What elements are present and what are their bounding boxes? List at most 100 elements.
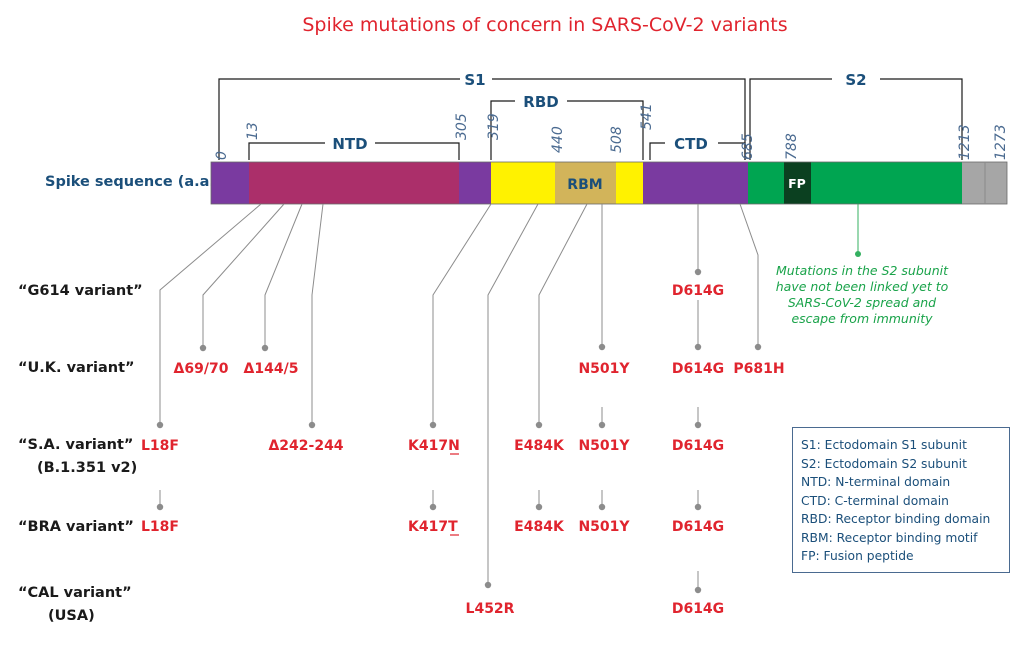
legend-item: FP: Fusion peptide: [801, 549, 914, 563]
mutation-base: K417: [408, 438, 448, 454]
dot: [308, 421, 316, 429]
mutation-label: K417T: [408, 519, 458, 535]
s1-bracket: [218, 78, 746, 160]
dot: [535, 421, 543, 429]
position-label: 1273: [993, 124, 1009, 160]
mutation-label: N501Y: [578, 361, 630, 377]
legend-box: S1: Ectodomain S1 subunit S2: Ectodomain…: [792, 427, 1010, 573]
segment-ntd: [249, 162, 459, 204]
segment-ct: [985, 162, 1007, 204]
rbm-label: RBM: [567, 177, 602, 193]
variant-label-bra: “BRA variant”: [18, 519, 134, 535]
position-label: 305: [454, 113, 470, 140]
position-label: 319: [486, 113, 502, 140]
legend-item: RBM: Receptor binding motif: [801, 530, 978, 545]
dot: [694, 343, 702, 351]
dot: [261, 344, 269, 352]
ntd-label: NTD: [332, 135, 367, 153]
variant-label-g614: “G614 variant”: [18, 283, 143, 299]
dot: [484, 581, 492, 589]
dot: [156, 421, 164, 429]
segment-sp: [211, 162, 249, 204]
mutation-label: L452R: [466, 601, 515, 617]
position-label: 685: [740, 133, 756, 160]
dot: [598, 421, 606, 429]
connector-d69: [202, 203, 285, 348]
dot: [694, 586, 702, 594]
variant-sublabel-sa: (B.1.351 v2): [37, 460, 137, 476]
s2-note-line: Mutations in the S2 subunit: [776, 263, 949, 278]
segment-tm: [962, 162, 985, 204]
legend-item: NTD: N-terminal domain: [801, 475, 951, 489]
dot: [694, 268, 702, 276]
mutation-label: P681H: [733, 361, 784, 377]
mutation-label: Δ242-244: [268, 438, 343, 454]
legend-item: S1: Ectodomain S1 subunit: [801, 438, 967, 452]
rbd-bracket: [490, 100, 644, 160]
sequence-label: Spike sequence (a.a.): [45, 174, 222, 190]
segment-rbm: [555, 162, 616, 204]
connector-l18f: [159, 203, 262, 425]
mutation-label: L18F: [141, 519, 179, 535]
position-label: 788: [784, 133, 800, 160]
position-label: 440: [550, 126, 566, 153]
dot: [598, 503, 606, 511]
dot: [535, 503, 543, 511]
connector-k417: [432, 203, 492, 425]
s2-note-dot: [855, 251, 861, 257]
mutation-label: N501Y: [578, 519, 630, 535]
mutation-label: N501Y: [578, 438, 630, 454]
ntd-bracket: [248, 142, 460, 160]
segment-linker: [459, 162, 491, 204]
dot: [694, 421, 702, 429]
mutation-label: E484K: [514, 519, 565, 535]
legend-item: CTD: C-terminal domain: [801, 493, 949, 508]
legend-item: RBD: Receptor binding domain: [801, 512, 991, 526]
s2-bracket: [749, 78, 963, 160]
legend-item: S2: Ectodomain S2 subunit: [801, 456, 967, 471]
ctd-label: CTD: [674, 135, 708, 153]
dot: [199, 344, 207, 352]
spike-bar: [210, 161, 1008, 205]
rbd-label: RBD: [523, 93, 558, 111]
mutation-label: L18F: [141, 438, 179, 454]
bar-outline: [210, 161, 1008, 205]
connector-d242: [311, 203, 324, 425]
dot: [598, 343, 606, 351]
mutation-label: Δ69/70: [174, 361, 229, 377]
position-label: 13: [245, 122, 261, 140]
dot: [694, 503, 702, 511]
s2-label: S2: [845, 71, 866, 89]
segment-fp: [784, 162, 811, 204]
dot: [754, 343, 762, 351]
mutation-label: D614G: [672, 519, 724, 535]
position-label: 0: [214, 151, 230, 160]
connector-dots: [156, 268, 762, 594]
connector-lines: [159, 203, 759, 590]
mutation-label: D614G: [672, 601, 724, 617]
mutation-label: D614G: [672, 438, 724, 454]
variant-label-cal: “CAL variant”: [18, 585, 132, 601]
dot: [429, 503, 437, 511]
s2-note-line: SARS-CoV-2 spread and: [788, 295, 936, 310]
ctd-bracket: [649, 142, 746, 160]
segment-ctd: [643, 162, 748, 204]
mutation-label: E484K: [514, 438, 565, 454]
mutation-label: K417N: [408, 438, 460, 454]
diagram-title: Spike mutations of concern in SARS-CoV-2…: [302, 14, 787, 36]
s2-note-line: have not been linked yet to: [776, 279, 949, 294]
segment-s2: [748, 162, 962, 204]
fp-label: FP: [788, 176, 806, 191]
mutation-label: D614G: [672, 283, 724, 299]
connector-e484k: [538, 203, 588, 425]
position-label: 508: [609, 126, 625, 153]
dot: [156, 503, 164, 511]
dot: [429, 421, 437, 429]
mutation-residue: T: [448, 519, 458, 535]
connector-l452r: [487, 203, 539, 585]
position-label: 1213: [957, 124, 973, 160]
position-label: 541: [639, 103, 655, 130]
mutation-label: Δ144/5: [244, 361, 299, 377]
mutation-base: K417: [408, 519, 448, 535]
